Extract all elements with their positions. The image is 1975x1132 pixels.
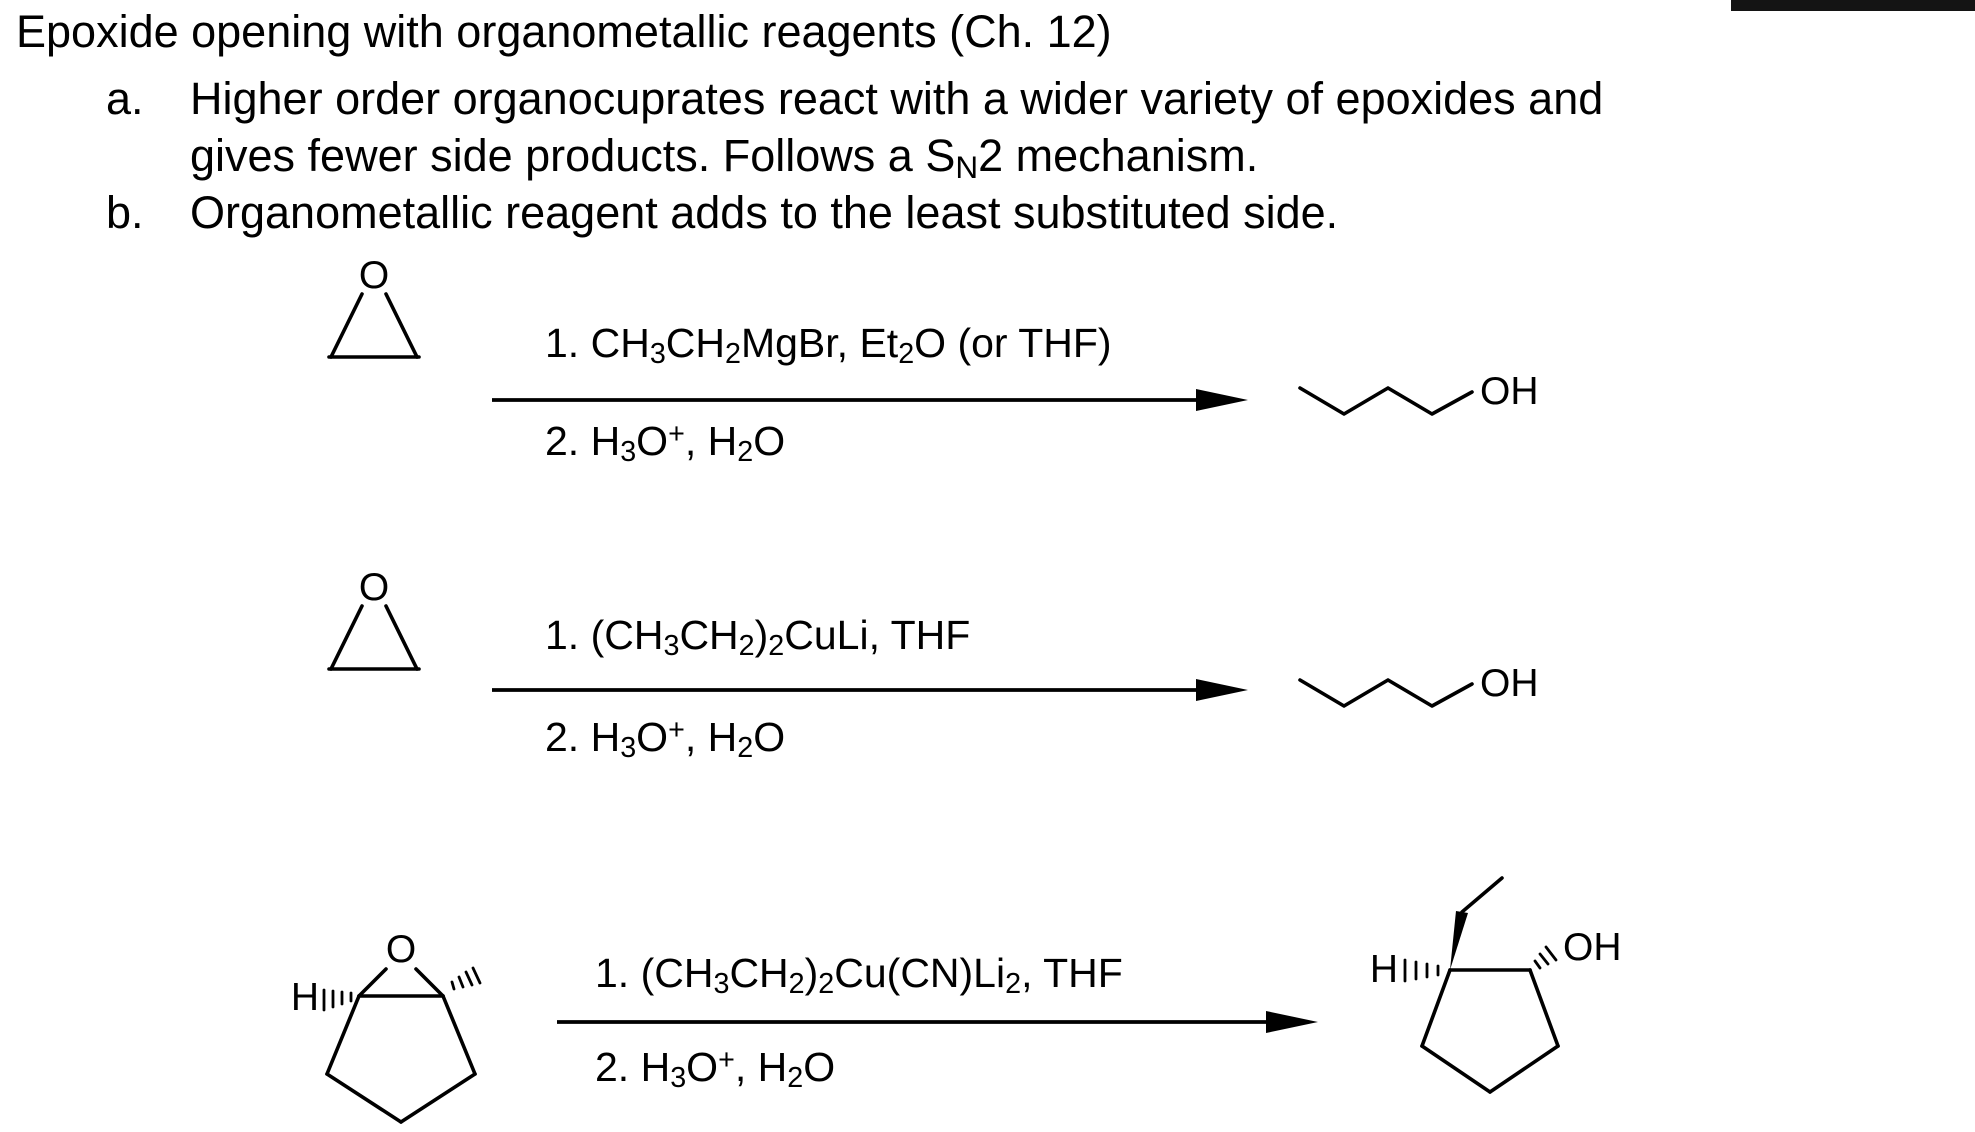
epoxide-bonds (327, 292, 421, 359)
ring-bonds (325, 967, 477, 1124)
alkyl-chain-bonds (1298, 386, 1474, 416)
oxygen-label: O (359, 566, 389, 609)
list-marker-b: b. (106, 187, 144, 238)
oxygen-label: O (359, 254, 389, 297)
reaction2-conditions-step2: 2. H3O+, H2O (545, 713, 786, 765)
window-edge-bar (1731, 0, 1975, 11)
stereo-hash-right (450, 966, 482, 991)
epoxide-structure: O (327, 254, 421, 359)
hydroxyl-label: OH (1480, 662, 1539, 705)
stereo-hash-left (322, 988, 353, 1012)
stereo-hash-oh (1533, 945, 1558, 970)
reaction2-conditions-step1: 1. (CH3CH2)2CuLi, THF (545, 612, 971, 663)
stereo-hash-h (1403, 958, 1440, 983)
hydrogen-label: H (291, 976, 319, 1019)
hydroxyl-label: OH (1563, 926, 1622, 969)
butanol-structure: OH (1298, 370, 1539, 416)
list-text-a: Higher order organocuprates react with a… (190, 73, 1604, 185)
list-item-a: a. Higher order organocuprates react wit… (106, 70, 1810, 184)
ethylcyclopentanol-structure: H OH (1370, 876, 1622, 1094)
epoxide-structure: O (327, 566, 421, 671)
reaction1-conditions-step2: 2. H3O+, H2O (545, 417, 786, 469)
reaction-arrow (492, 389, 1248, 411)
list-text-b: Organometallic reagent adds to the least… (190, 187, 1339, 238)
list-marker-a: a. (106, 73, 144, 124)
hydroxyl-label: OH (1480, 370, 1539, 413)
list-item-b: b. Organometallic reagent adds to the le… (106, 184, 1338, 241)
alkyl-chain-bonds (1298, 678, 1474, 708)
reaction-arrow (492, 679, 1248, 701)
epoxide-bonds (327, 604, 421, 671)
reaction1-conditions-step1: 1. CH3CH2MgBr, Et2O (or THF) (545, 320, 1112, 371)
cyclopentene-oxide-structure: O H (291, 928, 482, 1124)
oxygen-label: O (386, 928, 416, 971)
reaction-arrow (557, 1011, 1318, 1033)
ethyl-group-bonds (1450, 876, 1504, 970)
reaction3-conditions-step2: 2. H3O+, H2O (595, 1043, 836, 1095)
reaction3-conditions-step1: 1. (CH3CH2)2Cu(CN)Li2, THF (595, 950, 1123, 1001)
butanol-structure: OH (1298, 662, 1539, 708)
hydrogen-label: H (1370, 948, 1398, 991)
page-title: Epoxide opening with organometallic reag… (16, 6, 1112, 57)
ring-bonds (1420, 968, 1560, 1094)
